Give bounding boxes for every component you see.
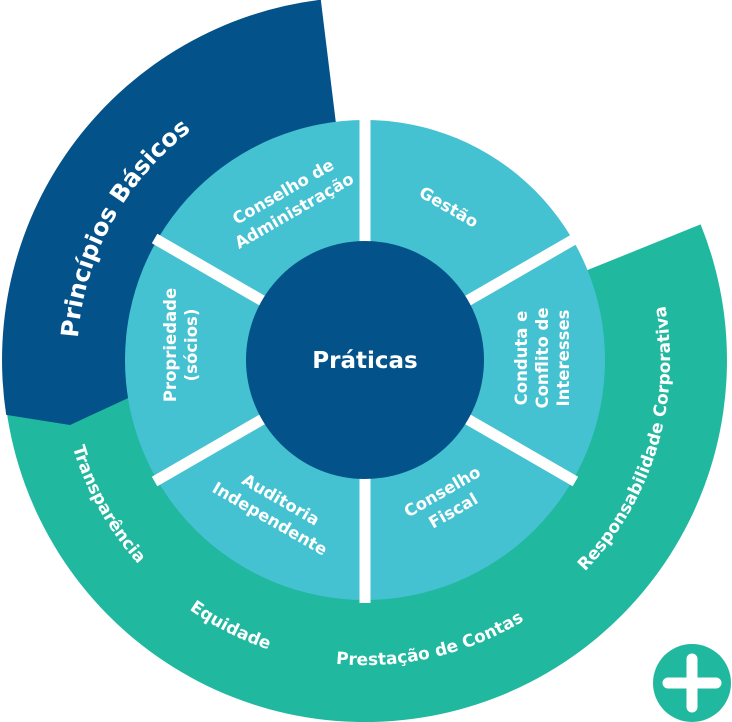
expand-button[interactable]: [653, 644, 731, 722]
segment-divider: [448, 405, 579, 487]
segment-divider: [151, 233, 282, 315]
segment-label: (sócios): [182, 309, 201, 382]
segment-dividers: [151, 117, 579, 603]
segment-label: Conflito de: [533, 307, 552, 408]
segment-label: Interesses: [554, 309, 573, 406]
center-label: Práticas: [312, 348, 417, 374]
segment-label: Propriedade: [161, 288, 180, 402]
principles-ring-green: [6, 224, 727, 722]
segment-divider: [151, 405, 282, 487]
center-circle: [246, 241, 484, 479]
segment-conduta-conflito-interesses[interactable]: Conduta e Conflito de Interesses: [512, 307, 573, 408]
principios-basicos-sector: [2, 0, 336, 425]
segment-label: Conduta e: [512, 311, 531, 406]
segment-divider: [448, 233, 579, 315]
plus-icon: [662, 653, 722, 713]
segment-propriedade-socios[interactable]: Propriedade (sócios): [161, 288, 201, 402]
